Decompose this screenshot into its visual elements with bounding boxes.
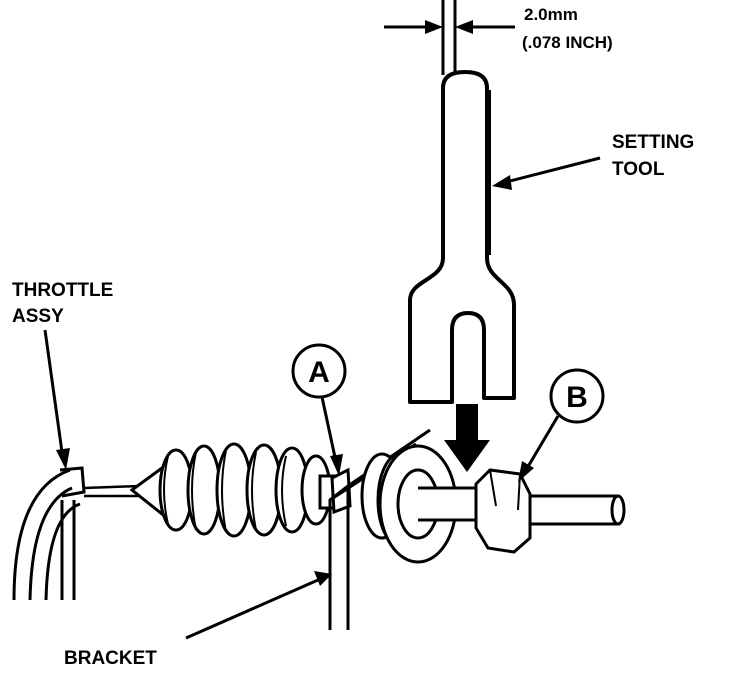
callout-b-label: B	[566, 381, 588, 414]
accordion-boot	[129, 442, 342, 538]
callout-a-label: A	[308, 356, 330, 389]
setting-tool	[408, 70, 516, 404]
throttle-leader	[43, 329, 70, 470]
throttle-assembly	[12, 466, 86, 601]
throttle-assy-label-line1: THROTTLE	[12, 280, 113, 301]
throttle-assy-label-line2: ASSY	[12, 306, 64, 327]
callout-a	[291, 343, 347, 476]
setting-tool-leader	[492, 156, 601, 190]
setting-tool-label-line2: TOOL	[612, 159, 665, 180]
nut-b	[474, 468, 532, 554]
boot-shading	[163, 449, 287, 533]
dimension-indicator	[384, 0, 515, 75]
callout-b	[518, 368, 605, 482]
dimension-metric-label: 2.0mm	[524, 5, 578, 24]
setting-tool-label-line1: SETTING	[612, 132, 694, 153]
dimension-imperial-label: (.078 INCH)	[522, 33, 613, 52]
throttle-cable	[83, 484, 141, 498]
bracket-label: BRACKET	[64, 648, 157, 669]
bracket-leader	[185, 571, 332, 640]
down-arrow-icon	[444, 404, 490, 472]
